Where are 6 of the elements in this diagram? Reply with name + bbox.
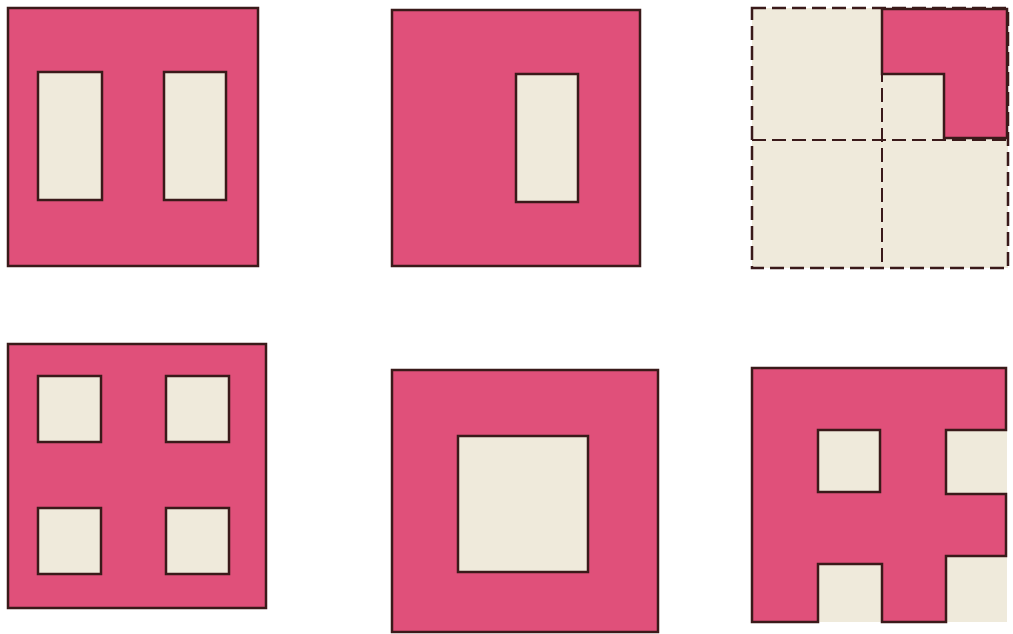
tile-drawing xyxy=(6,6,260,268)
tile-drawing xyxy=(750,6,1010,270)
tile-drawing xyxy=(390,8,642,268)
tile-drawing xyxy=(750,366,1008,624)
tile-drawing xyxy=(390,368,660,634)
tile-drawing xyxy=(6,342,268,610)
